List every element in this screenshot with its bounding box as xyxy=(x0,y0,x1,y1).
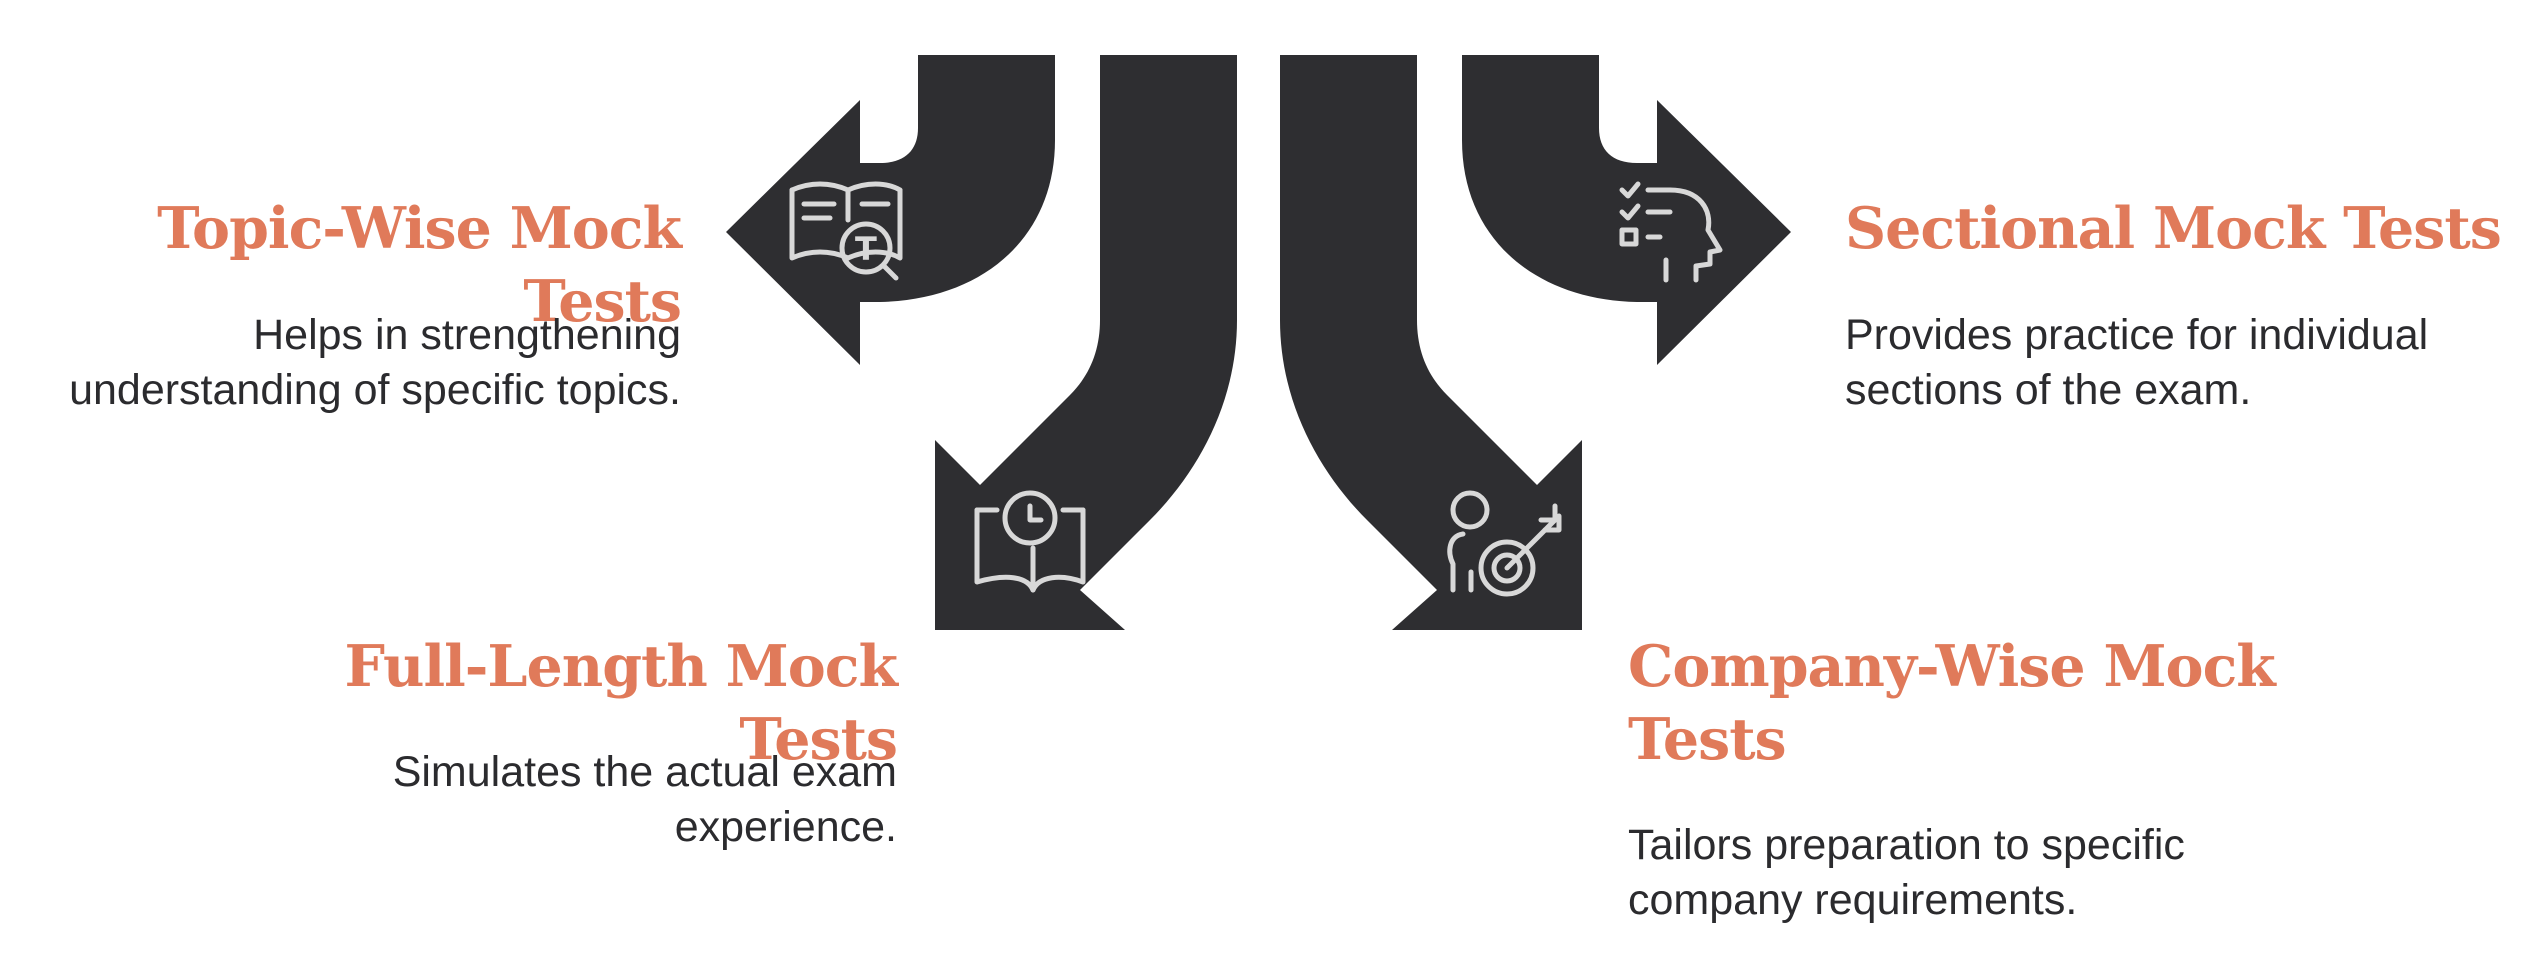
sectional-description: Provides practice for individual section… xyxy=(1845,311,2429,414)
topic-description: Helps in strengthening understanding of … xyxy=(69,311,681,414)
checklist-head-icon xyxy=(1619,181,1723,283)
arrow-topic xyxy=(726,55,1055,365)
company-description: Tailors preparation to specific company … xyxy=(1628,821,2185,924)
book-clock-icon xyxy=(974,490,1086,593)
arrow-company xyxy=(1280,55,1582,630)
person-target-icon xyxy=(1447,490,1562,597)
book-search-icon: T xyxy=(789,181,903,281)
company-title: Company-Wise Mock Tests xyxy=(1628,633,2276,773)
arrow-full xyxy=(935,55,1237,630)
svg-text:T: T xyxy=(855,230,877,268)
full-description: Simulates the actual exam experience. xyxy=(392,748,897,851)
full-title: Full-Length Mock Tests xyxy=(344,633,898,773)
sectional-title: Sectional Mock Tests xyxy=(1845,195,2502,262)
arrow-sectional xyxy=(1462,55,1791,365)
topic-title: Topic-Wise Mock Tests xyxy=(157,195,682,335)
